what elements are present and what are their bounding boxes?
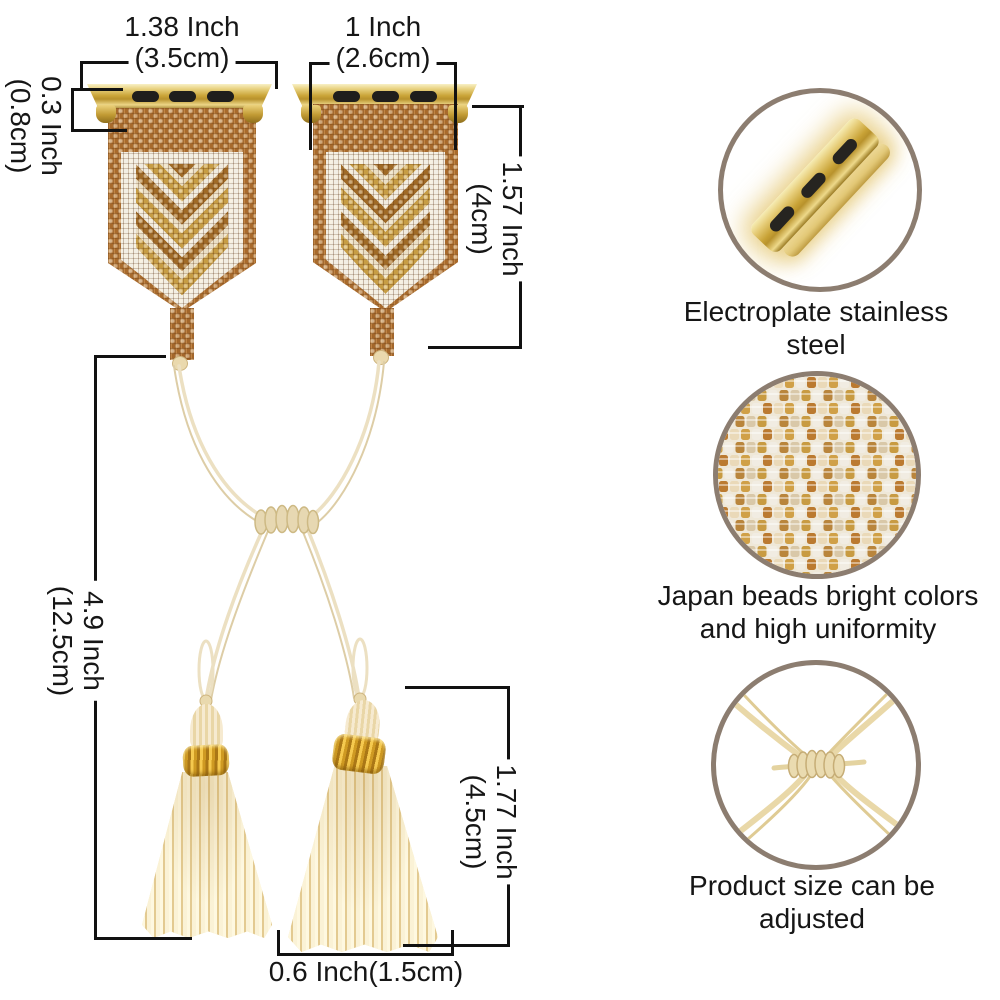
dimension-line [403,944,510,947]
adapter-slot [207,91,234,102]
bead-panel-left [108,108,256,312]
dimension-line [428,346,522,349]
dimension-tick [277,930,280,956]
dimension-line [405,686,510,689]
dimension-line [94,355,166,358]
dimension-line [472,105,524,108]
sliding-knot [254,504,320,535]
bead-chevrons [136,164,228,296]
adapter-lug-right [243,105,263,123]
dimension-line [277,953,454,956]
dim-band-width-right-line1: 1 Inch [338,12,428,42]
callout-circle-knot [711,660,921,870]
bead-chevrons [341,164,430,296]
adapter-slot [132,91,159,102]
callout-circle-beads [713,371,921,579]
tassel-skirt-left [142,772,272,938]
dimension-tick [71,129,127,132]
dimension-line [71,88,74,132]
adjustable-knot-closeup [731,685,905,841]
dim-cord-length: 4.9 Inch(12.5cm) [45,580,111,702]
dim-adapter-height: 0.3 Inch(0.8cm) [3,71,69,181]
tassel-head-left [190,704,223,749]
dim-tassel-length: 1.77 Inch(4.5cm) [458,759,524,885]
dim-band-width-left-line2: (3.5cm) [128,43,236,73]
tassel-gold-band-left [182,743,230,778]
adapter-slot [333,91,360,102]
dimension-line [94,937,192,940]
watch-band-left [87,84,272,384]
bead-tail-left [170,308,194,360]
callout-circle-adapter [718,88,922,292]
tassel-skirt-right [288,766,438,952]
dimension-tick [451,930,454,956]
tassel-gold-band-right [331,732,387,776]
adapter-lug-right [448,105,468,123]
dim-band-width-left-line1: 1.38 Inch [118,12,246,42]
bead-tail-right [370,308,394,356]
bead-shield-white [326,152,445,308]
bead-shield-white [121,152,243,308]
cord-knot-small [172,356,188,371]
cord-knot-small [373,350,389,365]
dimension-tick [80,61,83,89]
adapter-lug-left [96,105,116,123]
dim-tassel-width: 0.6 Inch(1.5cm) [262,957,470,987]
adapter-slot [372,91,399,102]
dimension-tick [71,88,123,91]
dimension-tick [309,62,312,150]
dim-band-length: 1.57 Inch(4cm) [464,156,530,282]
adapter-slot [169,91,196,102]
watch-band-right [292,84,477,384]
bead-panel-right [313,104,458,312]
adapter-slot [410,91,437,102]
beads-closeup [718,376,916,574]
dimension-tick [454,62,457,150]
dimension-tick [275,61,278,89]
dim-band-width-right-line2: (2.6cm) [329,43,437,73]
